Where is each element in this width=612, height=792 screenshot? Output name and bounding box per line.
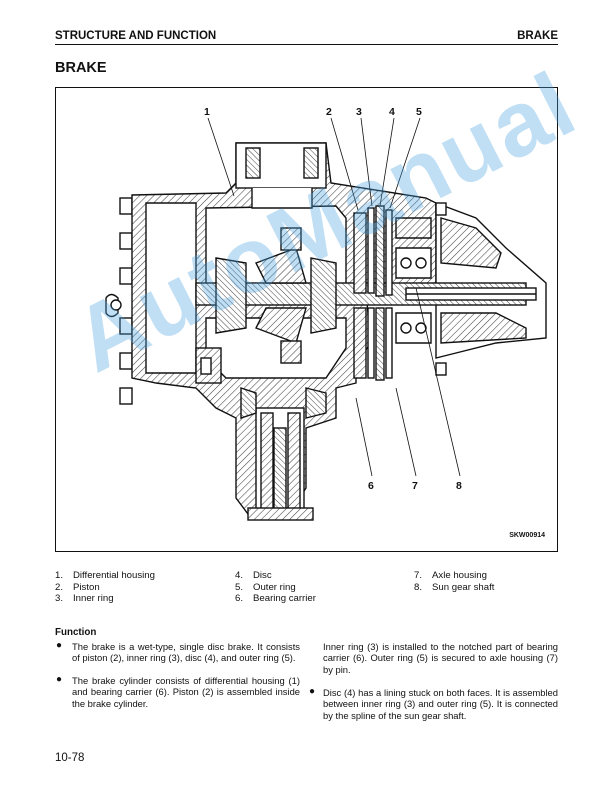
legend-column-2: 4.Disc 5.Outer ring 6.Bearing carrier (235, 570, 316, 605)
callout-3: 3 (356, 106, 362, 118)
legend-item: 8.Sun gear shaft (414, 581, 495, 593)
parts-legend: 1.Differential housing 2.Piston 3.Inner … (55, 570, 558, 610)
bullet-icon: ● (56, 640, 63, 651)
legend-column-1: 1.Differential housing 2.Piston 3.Inner … (55, 570, 155, 605)
left-bolts (119, 197, 133, 405)
callout-6: 6 (368, 480, 374, 492)
legend-item: 1.Differential housing (55, 570, 155, 581)
legend-item: 5.Outer ring (235, 581, 296, 593)
bullet-icon: ● (56, 674, 63, 685)
legend-item: 7.Axle housing (414, 570, 487, 581)
legend-column-3: 7.Axle housing 8.Sun gear shaft (414, 570, 494, 593)
legend-item: 2.Piston (55, 581, 100, 593)
function-paragraph-1: The brake is a wet-type, single disc bra… (72, 641, 300, 664)
header-section: STRUCTURE AND FUNCTION (55, 30, 217, 42)
function-paragraph-3: Inner ring (3) is installed to the notch… (323, 641, 558, 675)
figure-id: SKW00914 (509, 532, 545, 539)
legend-item: 6.Bearing carrier (235, 593, 316, 604)
page-title: BRAKE (55, 60, 107, 76)
bullet-icon: ● (309, 686, 316, 697)
header-topic: BRAKE (517, 30, 558, 42)
callout-7: 7 (412, 480, 418, 492)
callout-2: 2 (326, 106, 332, 118)
function-paragraph-2: The brake cylinder consists of different… (72, 675, 300, 709)
function-paragraph-4: Disc (4) has a lining stuck on both face… (323, 687, 558, 721)
legend-item: 3.Inner ring (55, 593, 114, 604)
legend-item: 4.Disc (235, 570, 272, 581)
callout-1: 1 (204, 106, 210, 118)
callout-5: 5 (416, 106, 422, 118)
brake-cross-section-figure: 1 2 3 4 5 6 7 8 SKW00914 (55, 87, 558, 552)
page-header: STRUCTURE AND FUNCTION BRAKE (55, 28, 558, 45)
brake-drawing (105, 117, 547, 521)
callout-4: 4 (389, 106, 395, 118)
page-number: 10-78 (55, 752, 85, 764)
callout-8: 8 (456, 480, 462, 492)
function-heading: Function (55, 627, 97, 638)
